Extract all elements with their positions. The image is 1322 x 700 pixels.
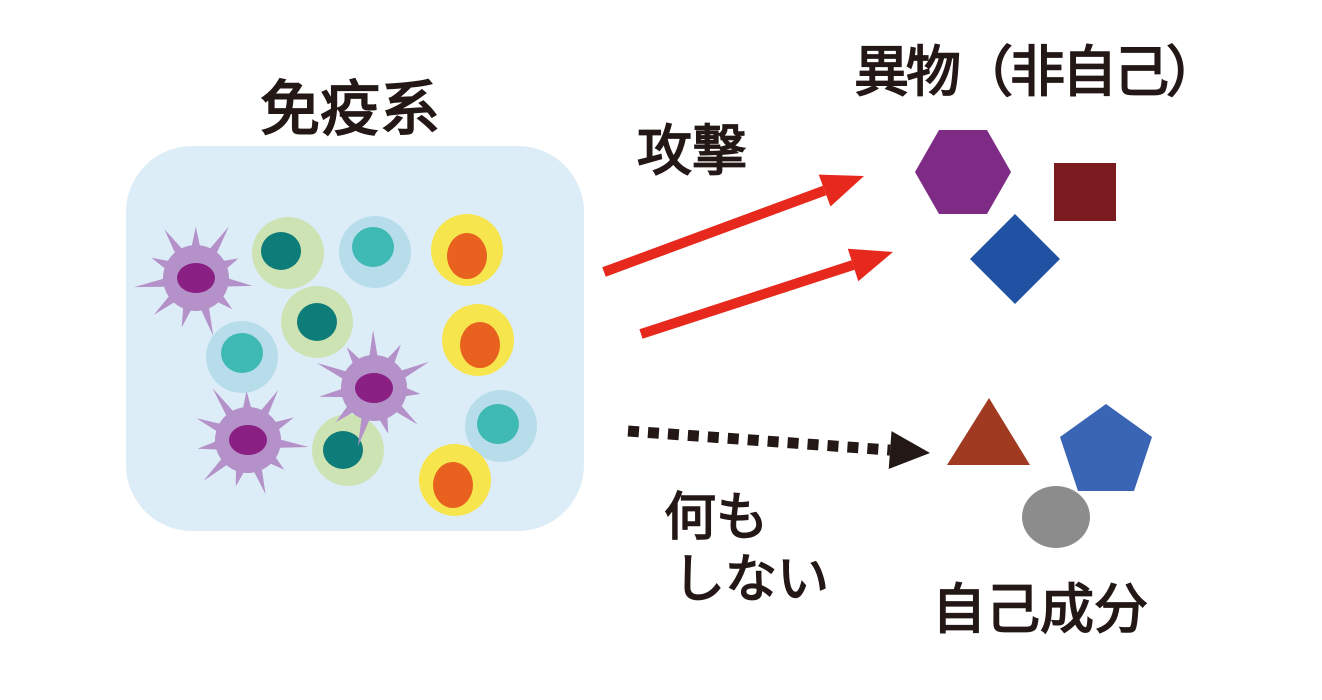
no-action-label-line1: 何も	[664, 489, 768, 547]
dendritic-cell-nucleus	[177, 263, 215, 293]
green-cell-nucleus	[323, 431, 363, 469]
foreign-label: 異物（非自己）	[854, 41, 1218, 103]
blue-cell-nucleus	[221, 333, 263, 373]
attack-arrow-2-shaft	[639, 260, 855, 339]
no-action-arrow-head	[888, 431, 930, 469]
foreign-diamond	[970, 214, 1060, 304]
self-pentagon	[1060, 404, 1152, 491]
attack-arrow-1-head	[818, 174, 864, 207]
yellow-immune-cell	[431, 214, 503, 286]
foreign-hexagon	[915, 130, 1011, 214]
dendritic-cell	[196, 388, 309, 495]
foreign-square	[1054, 163, 1116, 221]
yellow-cell-nucleus	[447, 233, 487, 279]
green-immune-cell	[312, 414, 384, 486]
immune-system-title: 免疫系	[260, 76, 440, 143]
blue-immune-cell	[206, 321, 278, 393]
yellow-immune-cell	[419, 444, 491, 516]
dendritic-cell-nucleus	[355, 373, 393, 403]
foreign-shapes-group	[915, 130, 1116, 304]
green-immune-cell	[281, 286, 353, 358]
green-immune-cell	[252, 217, 324, 289]
dendritic-cell-nucleus	[229, 425, 267, 455]
no-action-arrow-shaft	[627, 425, 891, 456]
self-triangle	[947, 398, 1030, 465]
attack-arrow-2-head	[847, 248, 893, 282]
dendritic-cell	[134, 226, 253, 336]
no-action-label-line2: しない	[673, 551, 829, 609]
blue-immune-cell	[339, 216, 411, 288]
blue-immune-cell	[465, 390, 537, 462]
green-cell-nucleus	[297, 303, 337, 341]
blue-cell-nucleus	[477, 404, 519, 444]
blue-cell-nucleus	[352, 227, 394, 267]
arrows-group	[602, 174, 930, 469]
self-oval	[1022, 486, 1090, 548]
yellow-cell-nucleus	[460, 322, 500, 368]
yellow-cell-nucleus	[433, 462, 473, 508]
dendritic-cell	[316, 329, 430, 447]
yellow-immune-cell	[442, 304, 514, 376]
attack-arrow-1-shaft	[602, 185, 827, 277]
self-shapes-group	[947, 398, 1152, 548]
immune-cells-group	[134, 214, 537, 516]
attack-label: 攻撃	[637, 120, 747, 182]
green-cell-nucleus	[261, 232, 301, 270]
self-label: 自己成分	[932, 580, 1148, 640]
